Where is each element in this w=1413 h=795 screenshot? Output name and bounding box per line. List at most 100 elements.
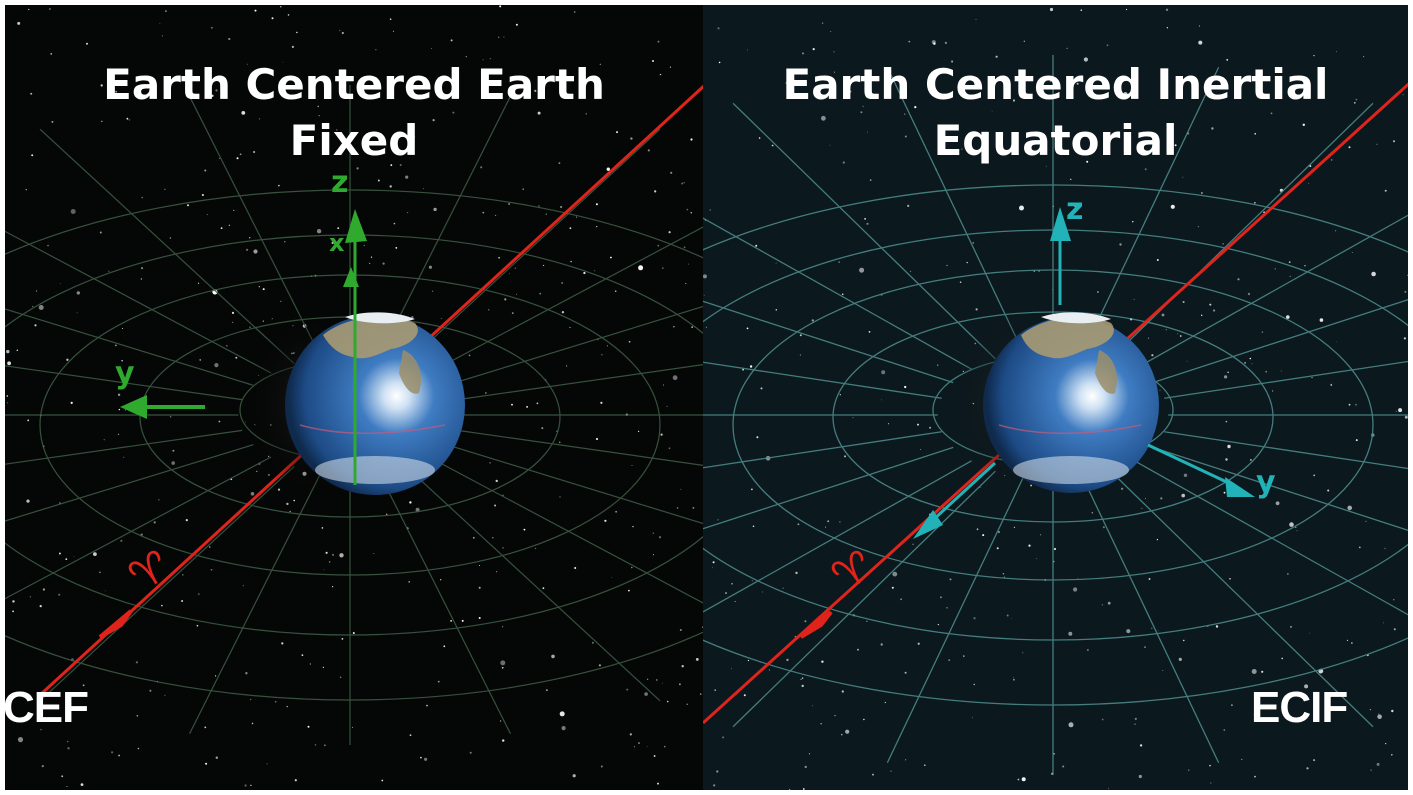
- star: [498, 36, 500, 38]
- star: [705, 326, 707, 328]
- star: [128, 119, 131, 121]
- star: [502, 494, 504, 496]
- star: [1395, 410, 1397, 412]
- star: [339, 553, 344, 558]
- star: [626, 688, 629, 691]
- star: [1251, 363, 1253, 365]
- star: [210, 568, 213, 571]
- star: [907, 204, 910, 207]
- star: [478, 617, 481, 619]
- star: [1134, 723, 1136, 725]
- star: [998, 531, 1000, 533]
- grid-spoke: [732, 102, 996, 360]
- star: [1132, 221, 1134, 223]
- star: [465, 56, 467, 58]
- star: [392, 30, 394, 32]
- star: [1160, 497, 1163, 500]
- star: [718, 61, 721, 64]
- star: [428, 265, 432, 269]
- star: [291, 45, 294, 49]
- star: [1215, 625, 1219, 628]
- star: [514, 267, 516, 269]
- star: [456, 86, 459, 89]
- star: [1201, 314, 1203, 316]
- star: [663, 384, 665, 386]
- star: [1393, 599, 1395, 601]
- star: [307, 725, 310, 728]
- star: [27, 419, 30, 422]
- star: [1091, 512, 1093, 514]
- star: [1013, 677, 1014, 679]
- grid-spoke: [732, 470, 996, 728]
- star: [1210, 782, 1212, 784]
- star: [804, 620, 807, 623]
- star: [468, 354, 471, 357]
- grid-spoke: [446, 305, 703, 386]
- star: [1302, 123, 1305, 127]
- star: [1053, 753, 1055, 755]
- star: [1231, 704, 1233, 706]
- star: [1358, 546, 1361, 549]
- star: [523, 528, 526, 531]
- star: [169, 237, 172, 239]
- star: [799, 334, 802, 337]
- star: [256, 470, 258, 473]
- star: [631, 566, 633, 569]
- star: [413, 136, 416, 138]
- star: [426, 704, 428, 707]
- star: [1234, 94, 1236, 96]
- star: [12, 600, 15, 603]
- star: [904, 113, 906, 115]
- equinox-arrowhead: [799, 610, 833, 639]
- star: [973, 683, 975, 686]
- ecef-corner-label: CEF: [5, 683, 89, 732]
- earth-globe: [285, 312, 465, 495]
- star: [600, 401, 603, 404]
- star: [658, 536, 662, 539]
- star: [172, 449, 175, 452]
- star: [821, 115, 826, 121]
- star: [368, 262, 371, 265]
- star: [99, 571, 101, 574]
- star: [381, 779, 384, 782]
- star: [482, 211, 485, 214]
- y-axis-arrowhead: [120, 395, 147, 419]
- star: [1254, 775, 1256, 778]
- star: [165, 10, 167, 12]
- star: [208, 546, 211, 548]
- star: [339, 29, 341, 31]
- star: [1254, 202, 1256, 204]
- star: [389, 18, 392, 20]
- star: [1087, 649, 1089, 651]
- star: [1166, 27, 1169, 29]
- star: [659, 73, 662, 76]
- star: [690, 138, 693, 141]
- star: [86, 42, 88, 45]
- star: [169, 416, 172, 418]
- star: [284, 241, 286, 243]
- star: [280, 300, 282, 302]
- star: [204, 169, 207, 172]
- star: [1290, 626, 1292, 628]
- star: [1261, 331, 1264, 333]
- star: [972, 242, 974, 244]
- star: [722, 736, 725, 739]
- star: [494, 504, 497, 507]
- star: [120, 539, 123, 542]
- star: [58, 593, 61, 596]
- star: [443, 645, 446, 648]
- grid-spoke: [446, 444, 703, 525]
- star: [860, 111, 863, 114]
- star: [1040, 534, 1042, 536]
- grid-spoke: [428, 226, 703, 374]
- star: [712, 567, 713, 569]
- star: [31, 305, 34, 308]
- star: [432, 119, 435, 122]
- star: [924, 764, 926, 766]
- star: [782, 587, 784, 589]
- star: [515, 23, 518, 26]
- star: [197, 593, 200, 595]
- grid-spoke: [1164, 360, 1408, 399]
- grid-spoke: [1082, 477, 1220, 764]
- star: [652, 554, 654, 556]
